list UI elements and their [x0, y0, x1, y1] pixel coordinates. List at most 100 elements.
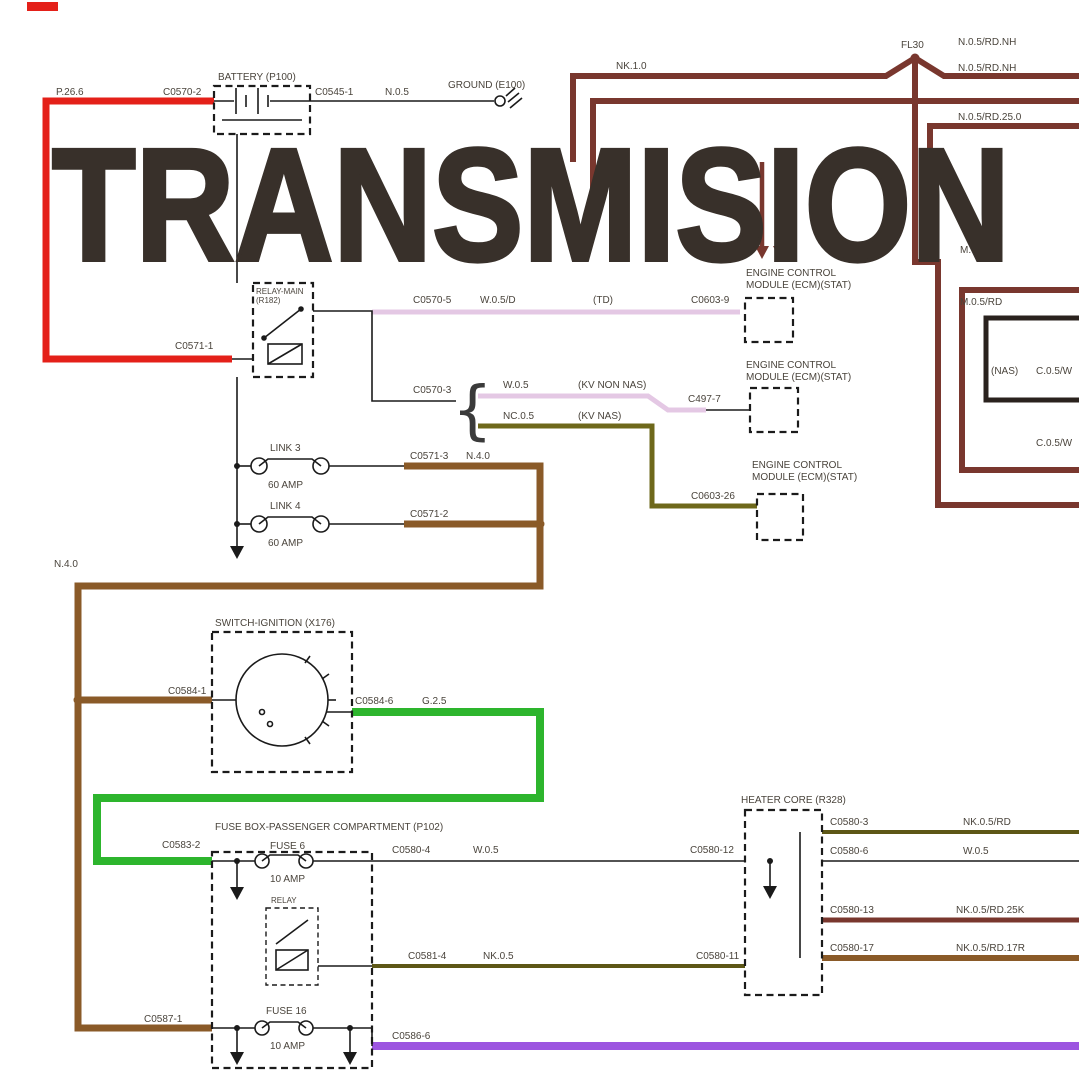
- junction-dot: [347, 1025, 353, 1031]
- maroon-wire-group: [570, 53, 1079, 923]
- connector-label: C0603-26: [691, 491, 735, 502]
- wire-segment: [313, 1027, 373, 1046]
- connector-label: C497-7: [688, 394, 721, 405]
- wire-label: W.0.5: [503, 380, 529, 391]
- dial-tick: [321, 720, 330, 727]
- ground-arrow-icon: [343, 1052, 357, 1065]
- wire-label: NK.0.5/RD.17R: [956, 943, 1025, 954]
- amp-rating-label: 10 AMP: [270, 1041, 305, 1052]
- wire-label: C.0.5/W: [1036, 366, 1073, 377]
- wire-label: NK.0.5: [483, 951, 514, 962]
- connector-label: C0581-4: [408, 951, 447, 962]
- connector-label: C0570-2: [163, 87, 202, 98]
- ecm-label: ENGINE CONTROL: [752, 460, 842, 471]
- ground-arrow-icon: [763, 886, 777, 899]
- wire-label: N.0.5/RD.NH: [958, 63, 1016, 74]
- main-relay-box: [251, 281, 315, 379]
- relay-contact: [261, 335, 267, 341]
- page-title: TRANSMISION: [52, 115, 1010, 294]
- green-wire: [93, 708, 544, 865]
- battery-label: BATTERY (P100): [218, 72, 296, 83]
- ecm-label: MODULE (ECM)(STAT): [746, 372, 851, 383]
- ground-arrow-icon: [230, 887, 244, 900]
- fusible-link-label: LINK 4: [270, 501, 301, 512]
- relay-switch-blade: [275, 919, 309, 945]
- main-relay-label: RELAY-MAIN: [256, 287, 304, 296]
- ignition-switch-dial: [235, 653, 329, 747]
- wire-label: NK.1.0: [616, 61, 647, 72]
- ground-hatch: [507, 92, 520, 103]
- connector-label: C0571-1: [175, 341, 214, 352]
- wire-label: W.0.5: [963, 846, 989, 857]
- dial-detent: [258, 708, 266, 716]
- wire-segment: [74, 462, 544, 1032]
- connector-label: C0580-11: [696, 951, 740, 962]
- ground-arrow-icon: [230, 546, 244, 559]
- connector-label: C0580-17: [830, 943, 874, 954]
- wire-segment: [313, 310, 456, 402]
- pink-wire-group: [372, 309, 740, 413]
- ground-symbol-icon: [494, 95, 506, 107]
- connector-label: C0571-3: [410, 451, 449, 462]
- relay-contact: [298, 306, 304, 312]
- ecm-label: MODULE (ECM)(STAT): [746, 280, 851, 291]
- wire-label: M.0.5: [960, 245, 985, 256]
- relay-switch-blade: [263, 308, 302, 339]
- ecm-label: ENGINE CONTROL: [746, 268, 836, 279]
- connector-label: C0603-9: [691, 295, 730, 306]
- red-wire-stub: [27, 2, 58, 11]
- relay-coil: [275, 949, 309, 971]
- splice-dot: [910, 53, 920, 63]
- fuse-label: FUSE 6: [270, 841, 305, 852]
- connector-label: C0580-4: [392, 845, 431, 856]
- brown-wire-group: [73, 462, 1079, 1032]
- connector-label: C0570-5: [413, 295, 452, 306]
- wire-label: M.0.5/RD: [960, 297, 1002, 308]
- connector-label: C0580-12: [690, 845, 734, 856]
- ground-label: GROUND (E100): [448, 80, 525, 91]
- dial-tick: [321, 673, 330, 680]
- battery-box: [212, 84, 312, 136]
- relay-coil: [267, 343, 303, 365]
- junction-dot: [234, 521, 240, 527]
- variant-label: (NAS): [991, 366, 1018, 377]
- wire-arrow: [755, 246, 769, 259]
- fusebox-label: FUSE BOX-PASSENGER COMPARTMENT (P102): [215, 822, 443, 833]
- dial-tick: [304, 655, 311, 664]
- junction-dot: [234, 463, 240, 469]
- wire-label: N.0.5/RD.25.0: [958, 112, 1022, 123]
- ecm-box-2: [748, 386, 800, 434]
- relay-label: RELAY: [271, 896, 297, 905]
- fusible-link-element: [258, 458, 322, 467]
- wire-label: NK.0.5/RD.25K: [956, 905, 1025, 916]
- wire-segment: [478, 423, 757, 509]
- junction-dot: [234, 858, 240, 864]
- connector-label: C0571-2: [410, 509, 449, 520]
- connector-label: C0545-1: [315, 87, 354, 98]
- connector-label: C0580-3: [830, 817, 869, 828]
- ecm-box-1: [743, 296, 795, 344]
- wire-label: W.0.5/D: [480, 295, 516, 306]
- wire-label: N.4.0: [54, 559, 78, 570]
- amp-rating-label: 60 AMP: [268, 480, 303, 491]
- ecm-label: MODULE (ECM)(STAT): [752, 472, 857, 483]
- ground-hatch: [505, 87, 516, 97]
- variant-label: (KV NAS): [578, 411, 621, 422]
- fusebox-relay-box: [265, 907, 319, 986]
- wire-label: W.0.5: [473, 845, 499, 856]
- thin-line-group: [212, 87, 1079, 1052]
- wire-segment: [478, 393, 706, 413]
- relay-coil-diagonal: [275, 949, 309, 971]
- wire-label: N.0.5: [385, 87, 409, 98]
- wire-segment: [959, 287, 1079, 473]
- connector-label: C0570-3: [413, 385, 452, 396]
- wire-label: NK.0.5/RD: [963, 817, 1011, 828]
- dark-olive-wire-group: [372, 830, 1079, 968]
- fusible-link-label: LINK 3: [270, 443, 301, 454]
- splice-label: FL30: [901, 40, 924, 51]
- fuse-label: FUSE 16: [266, 1006, 307, 1017]
- connector-label: C0580-6: [830, 846, 869, 857]
- dial-detent: [266, 720, 274, 728]
